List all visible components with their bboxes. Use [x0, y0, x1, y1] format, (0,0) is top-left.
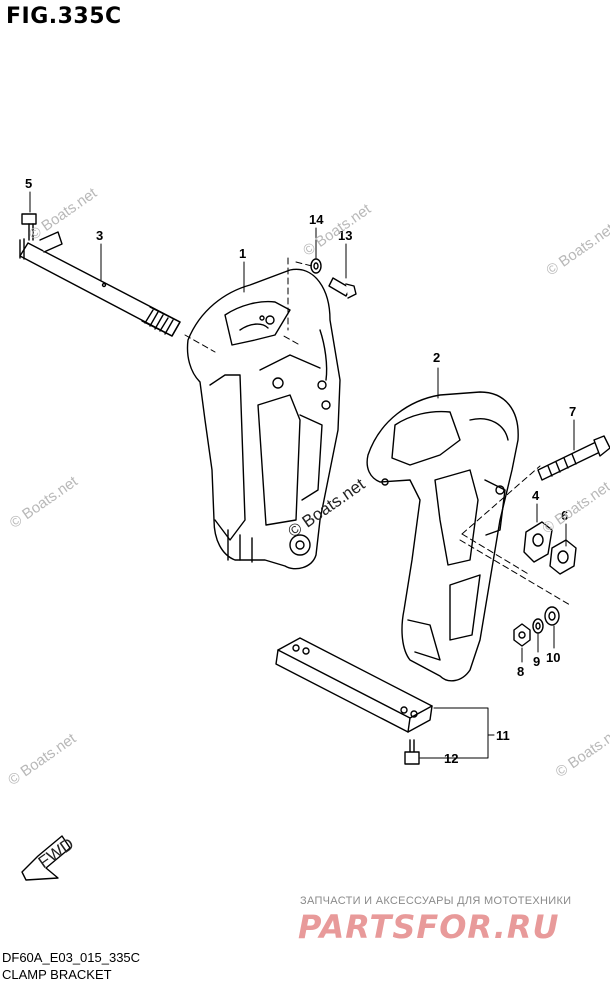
part-14-washer — [310, 258, 322, 274]
watermark: © Boats.net — [5, 730, 80, 789]
callout-14: 14 — [309, 212, 324, 227]
watermark: © Boats.net — [26, 184, 101, 243]
part-3-shaft — [19, 231, 181, 337]
callout-10: 10 — [546, 650, 560, 665]
assembly-lines — [184, 257, 571, 606]
callout-9: 9 — [533, 654, 540, 669]
fwd-label: FWD — [35, 834, 78, 872]
part-10-washer — [544, 606, 560, 626]
callout-4: 4 — [532, 488, 540, 503]
callout-11: 11 — [496, 728, 510, 743]
part-1-clamp-bracket — [186, 268, 341, 570]
callout-7: 7 — [569, 404, 576, 419]
part-13-bolt — [328, 277, 357, 299]
shop-tagline: ЗАПЧАСТИ И АКСЕССУАРЫ ДЛЯ МОТОТЕХНИКИ — [300, 895, 572, 907]
watermark: © Boats.net — [7, 472, 82, 531]
watermark: © Boats.net — [553, 722, 610, 781]
part-6-nut — [549, 539, 577, 575]
callout-2: 2 — [433, 350, 440, 365]
callout-3: 3 — [96, 228, 103, 243]
callout-5: 5 — [25, 176, 32, 191]
figure-code: DF60A_E03_015_335C — [2, 950, 141, 965]
part-4-plate — [523, 521, 553, 563]
figure-title: FIG.335C — [6, 4, 122, 29]
part-5-bolt — [21, 213, 37, 241]
callout-12: 12 — [444, 751, 458, 766]
callout-13: 13 — [338, 228, 352, 243]
watermark: © Boats.net — [543, 220, 610, 279]
callout-8: 8 — [517, 664, 524, 679]
fwd-arrow-icon — [21, 835, 71, 881]
part-11-thrust-plate — [275, 637, 433, 733]
part-9-washer — [532, 618, 544, 634]
part-7-bolt — [537, 435, 610, 481]
part-2-clamp-bracket — [366, 391, 519, 682]
watermark: © Boats.net — [539, 478, 610, 537]
watermark: © Boats.net — [300, 200, 375, 259]
part-12-bolt — [404, 739, 420, 765]
part-8-nut — [513, 623, 531, 647]
leader-lines — [29, 191, 575, 759]
shop-logo: PARTSFOR.RU — [298, 908, 560, 946]
callout-1: 1 — [239, 246, 246, 261]
figure-caption: CLAMP BRACKET — [2, 967, 112, 982]
callout-6: 6 — [561, 508, 568, 523]
